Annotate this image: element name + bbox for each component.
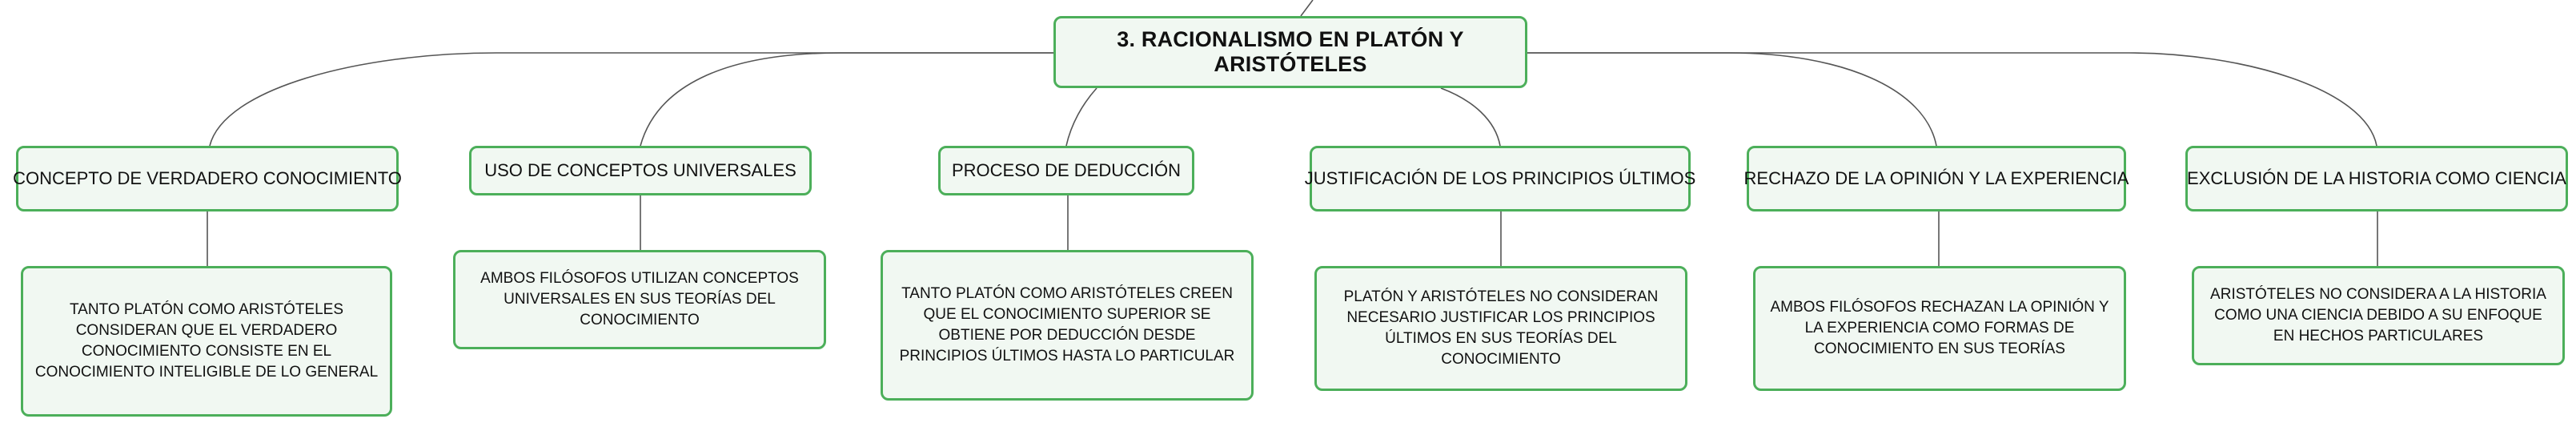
topic-label: JUSTIFICACIÓN DE LOS PRINCIPIOS ÚLTIMOS [1304,168,1696,188]
connector-line-parent [1300,0,1314,17]
topic-exclusion-historia-ciencia[interactable]: EXCLUSIÓN DE LA HISTORIA COMO CIENCIA [2185,146,2568,211]
connector-line-3 [1065,87,1097,147]
topic-uso-conceptos-universales[interactable]: USO DE CONCEPTOS UNIVERSALES [469,146,812,195]
detail-text: AMBOS FILÓSOFOS RECHAZAN LA OPINIÓN Y LA… [1770,298,2109,358]
detail-text: ARISTÓTELES NO CONSIDERA A LA HISTORIA C… [2210,285,2546,345]
topic-label: PROCESO DE DEDUCCIÓN [951,160,1182,180]
topic-proceso-deduccion[interactable]: PROCESO DE DEDUCCIÓN [938,146,1194,195]
detail-proceso-deduccion[interactable]: TANTO PLATÓN COMO ARISTÓTELES CREEN QUE … [881,250,1254,401]
connector-line-1 [209,52,1053,147]
topic-justificacion-principios-ultimos[interactable]: JUSTIFICACIÓN DE LOS PRINCIPIOS ÚLTIMOS [1305,146,1695,211]
connector-line-2 [640,52,1053,147]
detail-uso-conceptos-universales[interactable]: AMBOS FILÓSOFOS UTILIZAN CONCEPTOS UNIVE… [453,250,826,349]
connector-line-6 [1527,52,2377,147]
central-topic[interactable]: 3. RACIONALISMO EN PLATÓN Y ARISTÓTELES [1053,16,1527,88]
topic-label: CONCEPTO DE VERDADERO CONOCIMIENTO [13,168,402,188]
detail-text: TANTO PLATÓN COMO ARISTÓTELES CONSIDERAN… [34,300,379,381]
topic-label: USO DE CONCEPTOS UNIVERSALES [484,160,796,180]
connector-line-5 [1527,52,1937,147]
detail-concepto-verdadero-conocimiento[interactable]: TANTO PLATÓN COMO ARISTÓTELES CONSIDERAN… [21,266,392,417]
detail-rechazo-opinion-experiencia[interactable]: AMBOS FILÓSOFOS RECHAZAN LA OPINIÓN Y LA… [1753,266,2126,391]
topic-label: EXCLUSIÓN DE LA HISTORIA COMO CIENCIA [2187,168,2566,188]
detail-text: PLATÓN Y ARISTÓTELES NO CONSIDERAN NECES… [1343,288,1659,369]
central-topic-label: 3. RACIONALISMO EN PLATÓN Y ARISTÓTELES [1117,27,1464,76]
detail-exclusion-historia-ciencia[interactable]: ARISTÓTELES NO CONSIDERA A LA HISTORIA C… [2192,266,2565,365]
detail-text: AMBOS FILÓSOFOS UTILIZAN CONCEPTOS UNIVE… [480,269,799,329]
detail-justificacion-principios-ultimos[interactable]: PLATÓN Y ARISTÓTELES NO CONSIDERAN NECES… [1314,266,1687,391]
topic-label: RECHAZO DE LA OPINIÓN Y LA EXPERIENCIA [1743,168,2129,188]
connector-line-4 [1440,87,1501,147]
detail-text: TANTO PLATÓN COMO ARISTÓTELES CREEN QUE … [899,284,1235,365]
topic-rechazo-opinion-experiencia[interactable]: RECHAZO DE LA OPINIÓN Y LA EXPERIENCIA [1743,146,2129,211]
topic-concepto-verdadero-conocimiento[interactable]: CONCEPTO DE VERDADERO CONOCIMIENTO [13,146,402,211]
